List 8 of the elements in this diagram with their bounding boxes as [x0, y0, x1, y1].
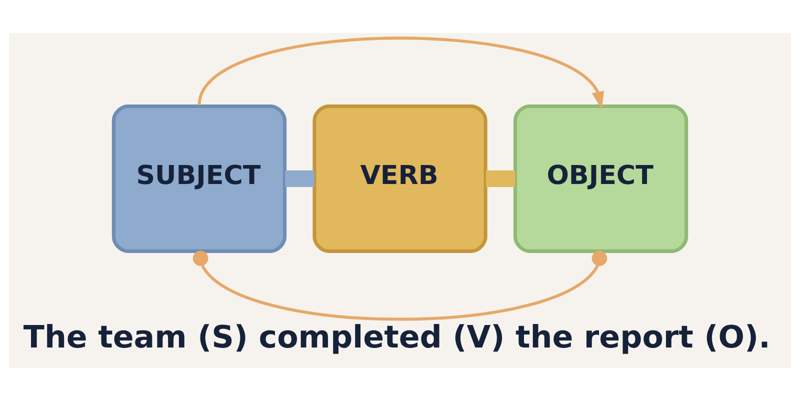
node-box: VERB: [312, 104, 488, 252]
node-box: OBJECT: [513, 104, 688, 252]
connector: [285, 170, 314, 187]
arrow: [198, 36, 604, 109]
connector: [192, 250, 608, 320]
caption: The team (S) completed (V) the report (O).: [23, 319, 770, 356]
connector: [486, 170, 516, 187]
node-box: SUBJECT: [112, 104, 287, 252]
